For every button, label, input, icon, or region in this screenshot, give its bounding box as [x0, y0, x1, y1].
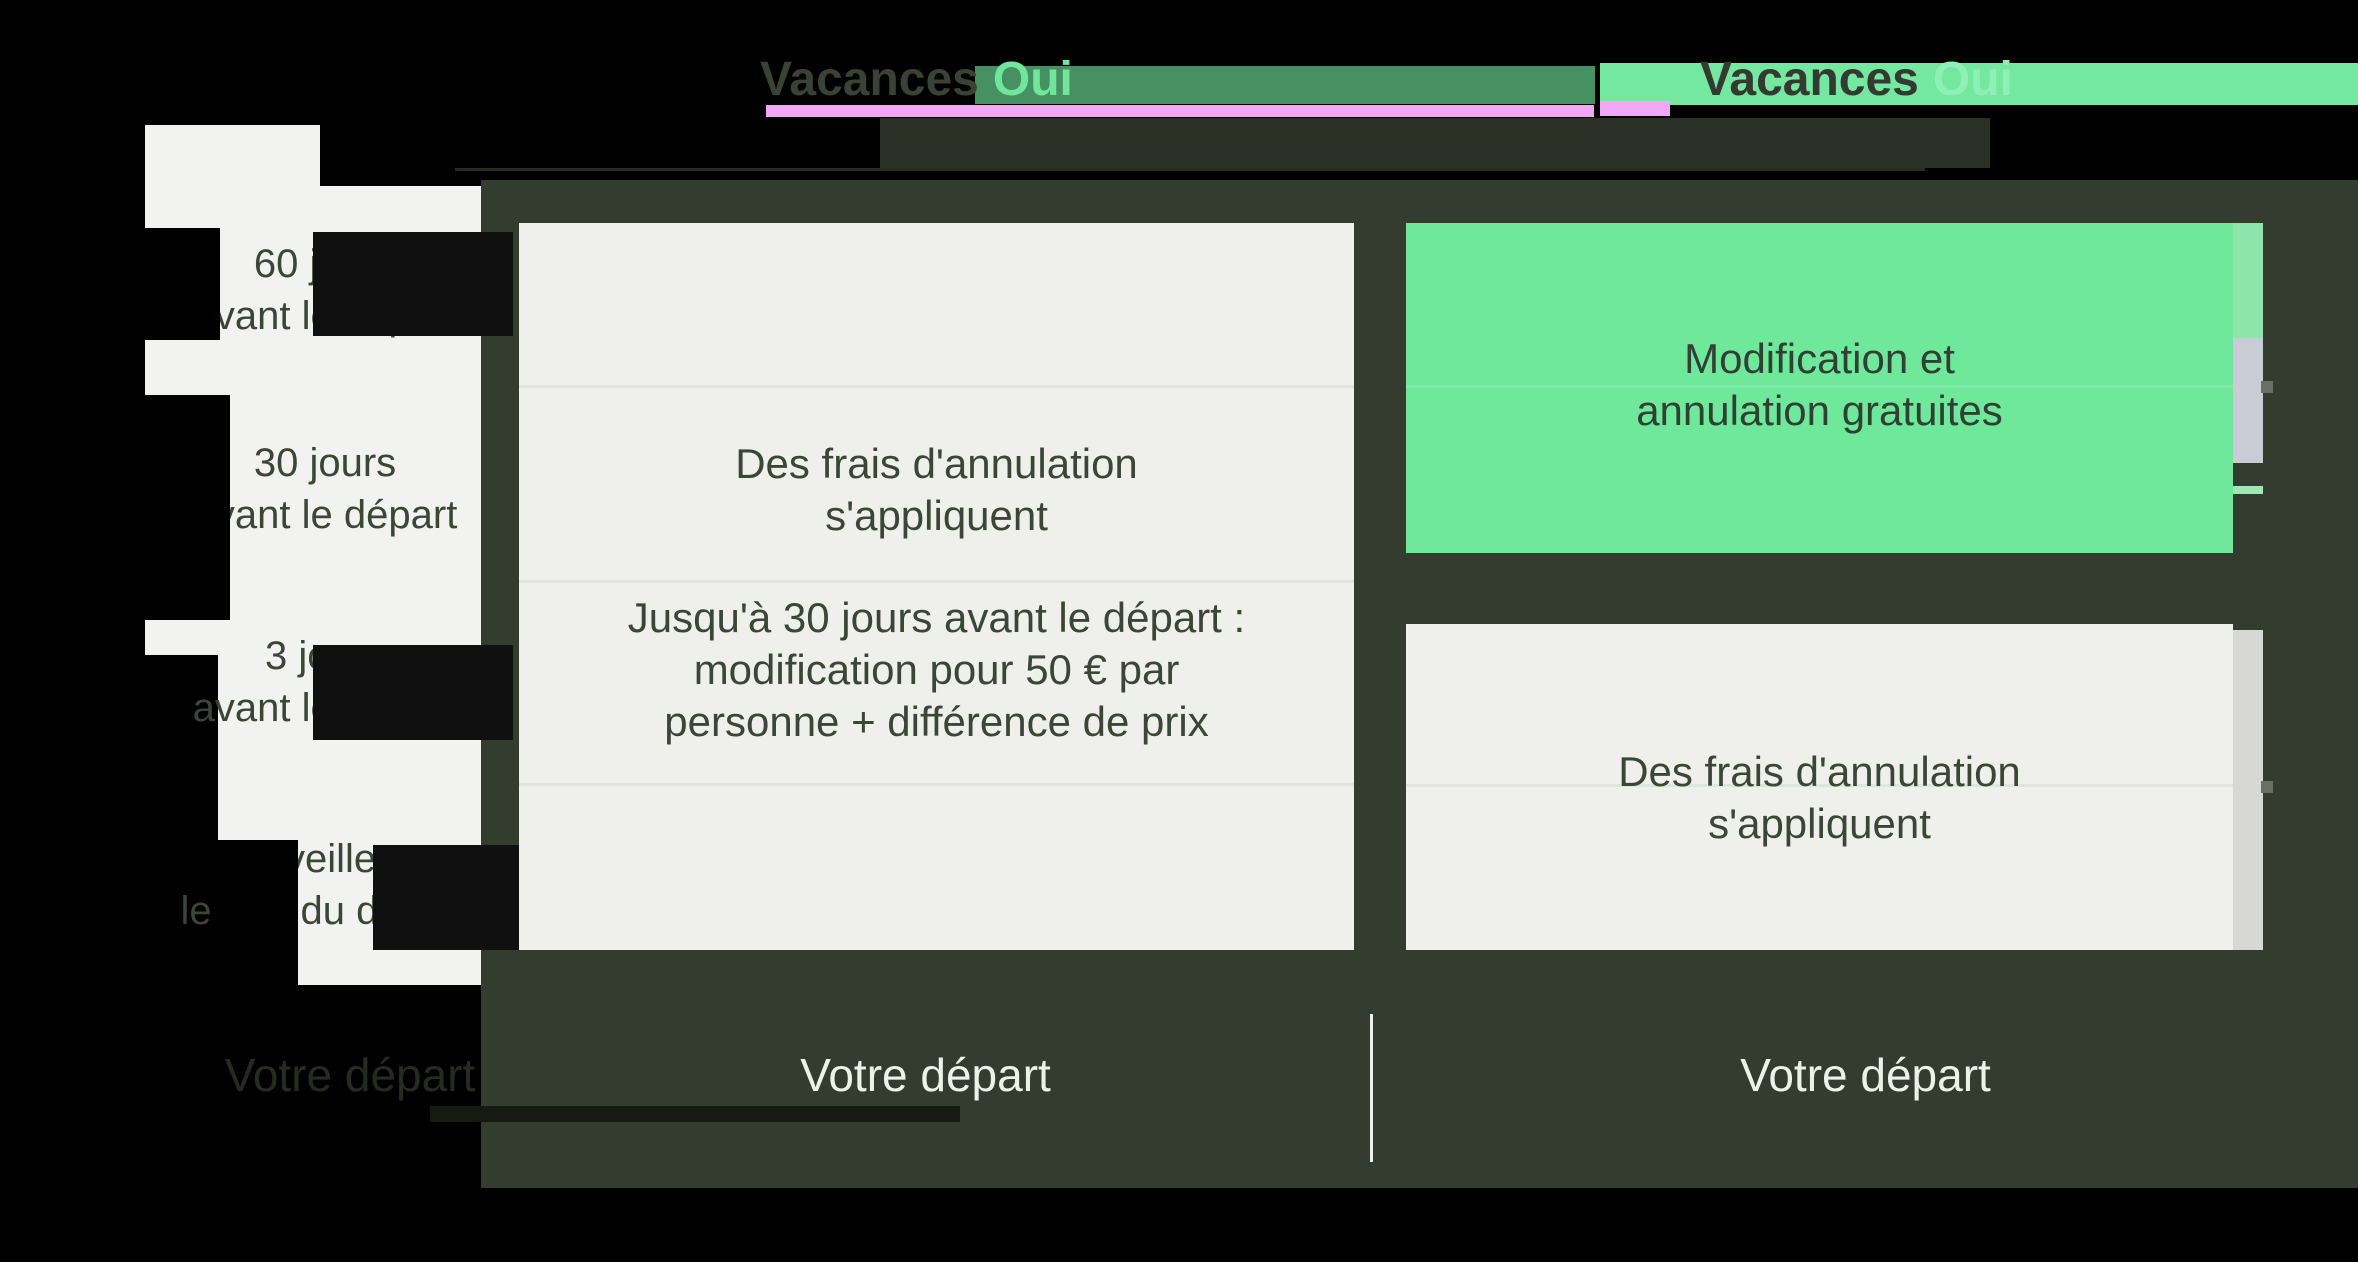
row-divider: [519, 783, 1354, 786]
ghost-strip-lavender: [2233, 338, 2263, 463]
header-left-accent: Oui: [992, 53, 1073, 106]
pink-underline-left: [766, 105, 1594, 117]
ghost-block: [100, 395, 230, 620]
ghost-block: [373, 845, 519, 950]
pink-underline-right: [1600, 101, 1670, 116]
ghost-tick: [2261, 781, 2273, 793]
ghosted-subtitle-bar: [880, 118, 1990, 168]
ghost-strip-gray: [2233, 630, 2263, 950]
ghost-tick: [2261, 381, 2273, 393]
ghost-strip-green: [2233, 223, 2263, 338]
left-cancellation-text: Des frais d'annulation s'appliquent: [735, 440, 1138, 539]
row-divider: [519, 385, 1354, 388]
ghost-block: [218, 840, 298, 986]
right-cancellation-text: Des frais d'annulation s'appliquent: [1618, 748, 2021, 847]
left-policy-box: [519, 223, 1354, 950]
ghosted-departure-label: Votre départ: [224, 1049, 476, 1101]
header-highlight-bar-left: [975, 66, 1595, 104]
right-policy-box: [1406, 624, 2233, 950]
departure-cell-divider: [1370, 1014, 1373, 1162]
ghost-block: [140, 228, 220, 340]
free-cancellation-box: [1406, 223, 2233, 553]
departure-label-right: Votre départ: [1740, 1049, 1991, 1101]
row-divider: [1406, 784, 2233, 787]
ghosted-subtitle-underline: [455, 168, 1925, 171]
row-divider: [1406, 385, 2233, 388]
header-left-brand: Vacances: [760, 53, 979, 106]
ghost-block: [313, 645, 513, 740]
ghosted-caption-bar: [430, 1106, 960, 1122]
header-right-brand: Vacances: [1700, 53, 1919, 106]
ghost-strip-green-sliver: [2233, 486, 2263, 494]
departure-label-left: Votre départ: [800, 1049, 1051, 1101]
header-right-accent: Oui: [1932, 53, 2013, 106]
row-divider: [519, 580, 1354, 583]
ghost-block: [313, 232, 513, 336]
free-cancellation-text: Modification et annulation gratuites: [1636, 335, 2003, 434]
left-modification-text: Jusqu'à 30 jours avant le départ : modif…: [627, 594, 1246, 745]
header-highlight-bar-right: [1600, 63, 2358, 105]
